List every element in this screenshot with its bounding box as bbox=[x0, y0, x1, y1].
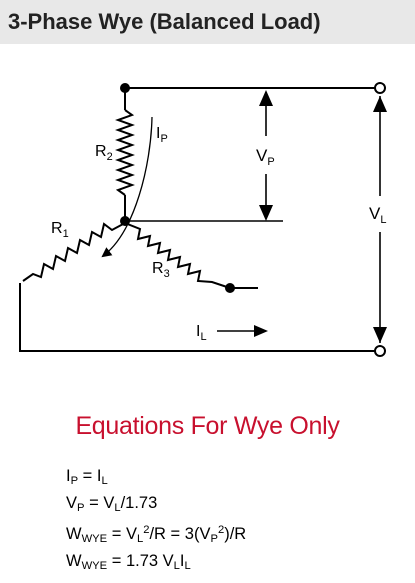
vp-arrowheads bbox=[259, 90, 273, 221]
title-bar: 3-Phase Wye (Balanced Load) bbox=[0, 0, 415, 44]
circuit-wires bbox=[19, 87, 378, 352]
equation-3: WWYE = VL2/R = 3(VP2)/R bbox=[66, 523, 247, 545]
label-ip: IP bbox=[156, 125, 168, 145]
il-arrow bbox=[217, 325, 268, 337]
top-terminal bbox=[374, 82, 386, 94]
resistor-r3 bbox=[124, 222, 231, 289]
vl-arrowheads bbox=[373, 96, 387, 343]
circuit-nodes bbox=[120, 83, 235, 293]
equation-2: VP = VL/1.73 bbox=[66, 493, 158, 514]
label-vp: VP bbox=[256, 146, 275, 168]
label-il: IL bbox=[196, 323, 207, 343]
resistor-r1 bbox=[22, 222, 126, 282]
vl-arrow-down bbox=[373, 327, 387, 343]
label-r3: R3 bbox=[152, 260, 170, 280]
terminals bbox=[374, 82, 386, 357]
ip-current-path bbox=[101, 116, 153, 258]
equations-list: IP = IL VP = VL/1.73 WWYE = VL2/R = 3(VP… bbox=[66, 465, 246, 576]
page-title: 3-Phase Wye (Balanced Load) bbox=[8, 9, 321, 34]
label-r1: R1 bbox=[51, 220, 69, 240]
equation-4: WWYE = 1.73 VLIL bbox=[66, 551, 191, 572]
label-r2: R2 bbox=[95, 143, 113, 163]
center-node bbox=[120, 216, 130, 226]
equation-1: IP = IL bbox=[66, 467, 108, 487]
vp-arrow-up bbox=[259, 90, 273, 106]
bottom-terminal bbox=[374, 345, 386, 357]
resistor-r2 bbox=[115, 109, 135, 196]
bottom-loop-wire bbox=[19, 283, 378, 352]
vl-arrow-up bbox=[373, 96, 387, 112]
r3-end-node bbox=[225, 283, 235, 293]
wye-circuit-diagram: R2 IP R1 R3 VP VL IL bbox=[19, 82, 387, 357]
vp-arrow-down bbox=[259, 205, 273, 221]
top-node bbox=[120, 83, 130, 93]
equations-heading: Equations For Wye Only bbox=[75, 412, 340, 440]
label-vl: VL bbox=[369, 204, 386, 226]
